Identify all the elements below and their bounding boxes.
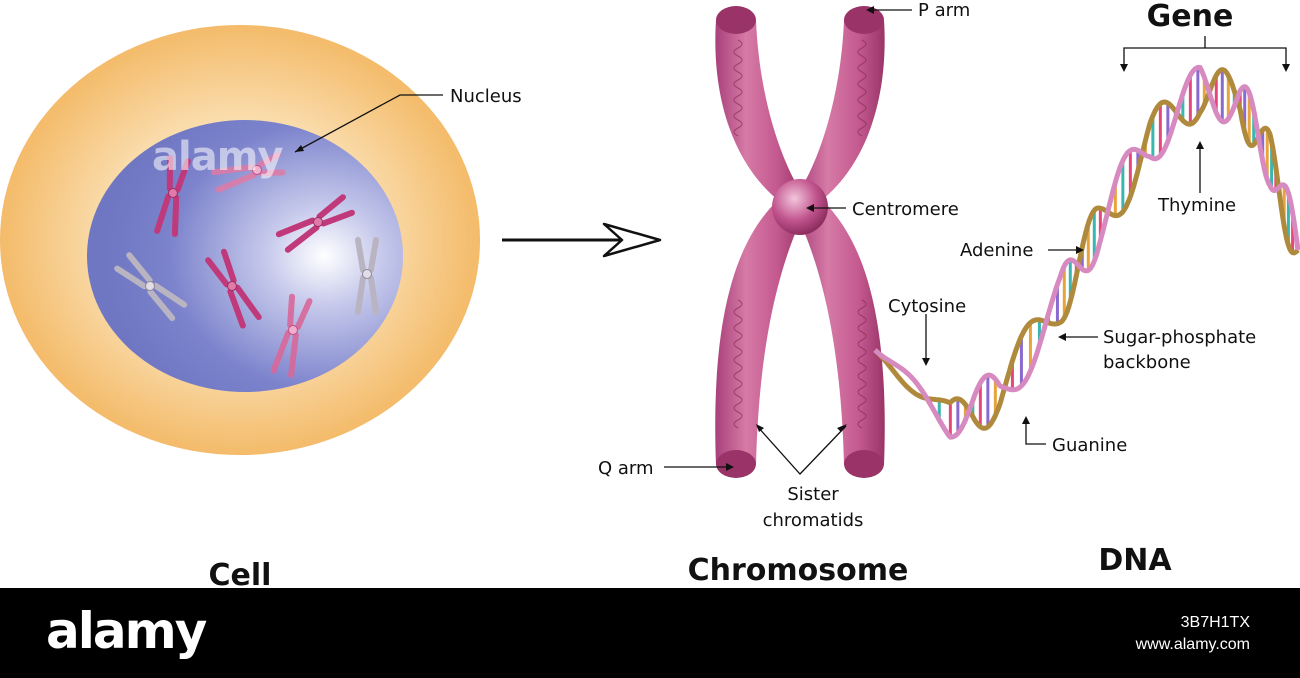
- gene-bracket: [1123, 36, 1287, 68]
- nucleus-label: Nucleus: [450, 86, 522, 107]
- chromosome-title: Chromosome: [688, 553, 909, 588]
- guanine-label: Guanine: [1052, 435, 1127, 456]
- watermark-overlay: alamy: [152, 134, 283, 180]
- thymine-label: Thymine: [1157, 195, 1236, 216]
- adenine-label: Adenine: [960, 240, 1033, 261]
- centromere: [772, 179, 828, 235]
- right-chromatid: [797, 20, 885, 465]
- gene-title: Gene: [1147, 0, 1234, 34]
- p-arm-label: P arm: [918, 0, 970, 21]
- chromosome-illustration: P arm Centromere Q arm Sister chromatids: [598, 0, 970, 531]
- nucleus-chromosome: [270, 293, 313, 378]
- dna-illustration: Gene Adenine Thymine Cytosine Sugar-phos…: [873, 0, 1300, 456]
- nucleus-chromosome: [205, 248, 262, 329]
- sister-chromatids-label-line2: chromatids: [763, 510, 864, 531]
- cell-illustration: Nucleus alamy: [0, 25, 522, 455]
- nucleus: [87, 120, 403, 392]
- dna-title: DNA: [1098, 543, 1172, 578]
- nucleus-chromosome: [355, 237, 379, 315]
- watermark-image-id: 3B7H1TX: [1180, 614, 1250, 631]
- diagram-canvas: Nucleus alamy P arm Centromere: [0, 0, 1300, 593]
- nucleus-chromosome: [114, 252, 188, 322]
- left-chromatid: [715, 20, 803, 465]
- dna-backbone-pink: [873, 64, 1300, 440]
- backbone-label-line1: Sugar-phosphate: [1103, 327, 1256, 348]
- watermark-info: 3B7H1TX www.alamy.com: [1136, 612, 1250, 656]
- centromere-label: Centromere: [852, 199, 959, 220]
- cytosine-label: Cytosine: [888, 296, 966, 317]
- watermark-footer: alamy 3B7H1TX www.alamy.com: [0, 588, 1300, 678]
- nucleus-chromosome: [154, 154, 191, 237]
- nucleus-leader: [294, 94, 443, 153]
- q-arm-label: Q arm: [598, 458, 654, 479]
- nucleus-chromosome: [275, 194, 355, 253]
- arrowhead: [295, 145, 304, 152]
- nucleus-chromosome: [211, 152, 286, 193]
- watermark-logo: alamy: [46, 602, 207, 660]
- watermark-site: www.alamy.com: [1135, 636, 1250, 653]
- cell-title: Cell: [209, 558, 272, 588]
- backbone-label-line2: backbone: [1103, 352, 1191, 373]
- dna-backbone-gold: [873, 67, 1300, 431]
- process-arrow: [502, 222, 662, 258]
- sister-chromatids-label-line1: Sister: [787, 484, 839, 505]
